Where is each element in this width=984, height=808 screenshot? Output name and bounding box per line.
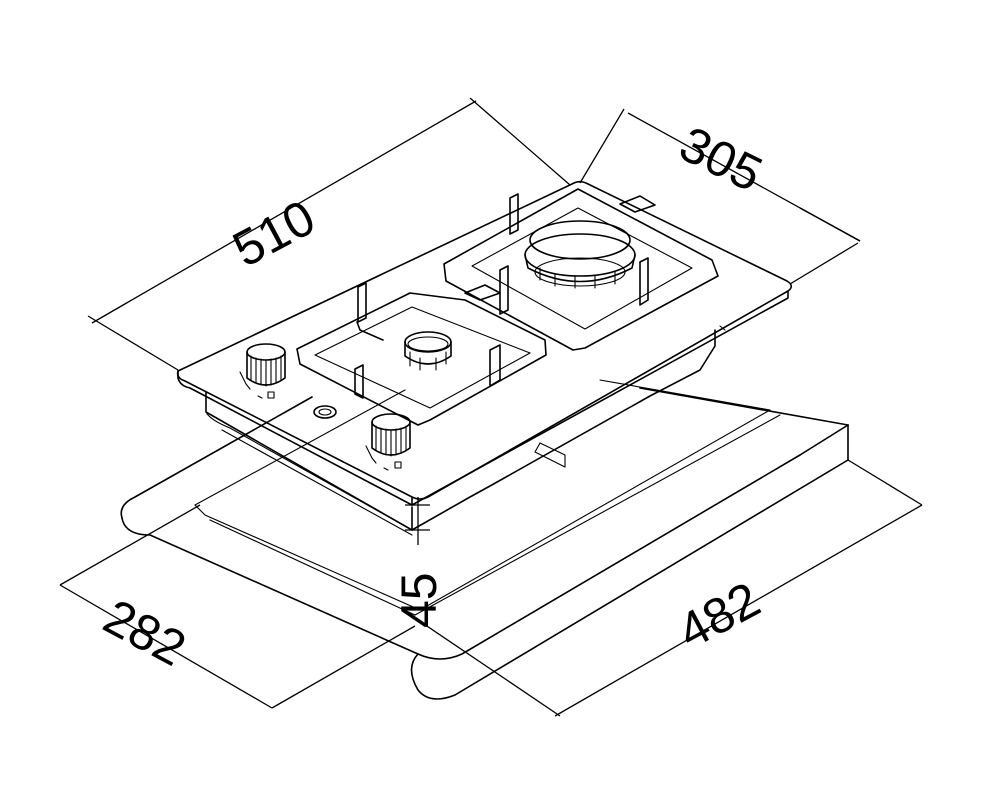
small-burner-grate [296, 282, 547, 426]
ignition-button [313, 405, 337, 419]
dimension-label-width: 510 [224, 189, 324, 278]
large-burner-grate [443, 188, 719, 351]
control-knob-left [239, 343, 286, 399]
cutout-frame [120, 379, 849, 700]
dimension-lines [59, 97, 923, 717]
dimension-label-cutout-width: 482 [669, 571, 769, 660]
dimension-label-depth: 305 [671, 116, 771, 203]
control-knob-right [365, 413, 411, 471]
dimension-label-cutout-depth: 282 [95, 588, 195, 677]
dimension-label-height: 45 [391, 572, 447, 628]
